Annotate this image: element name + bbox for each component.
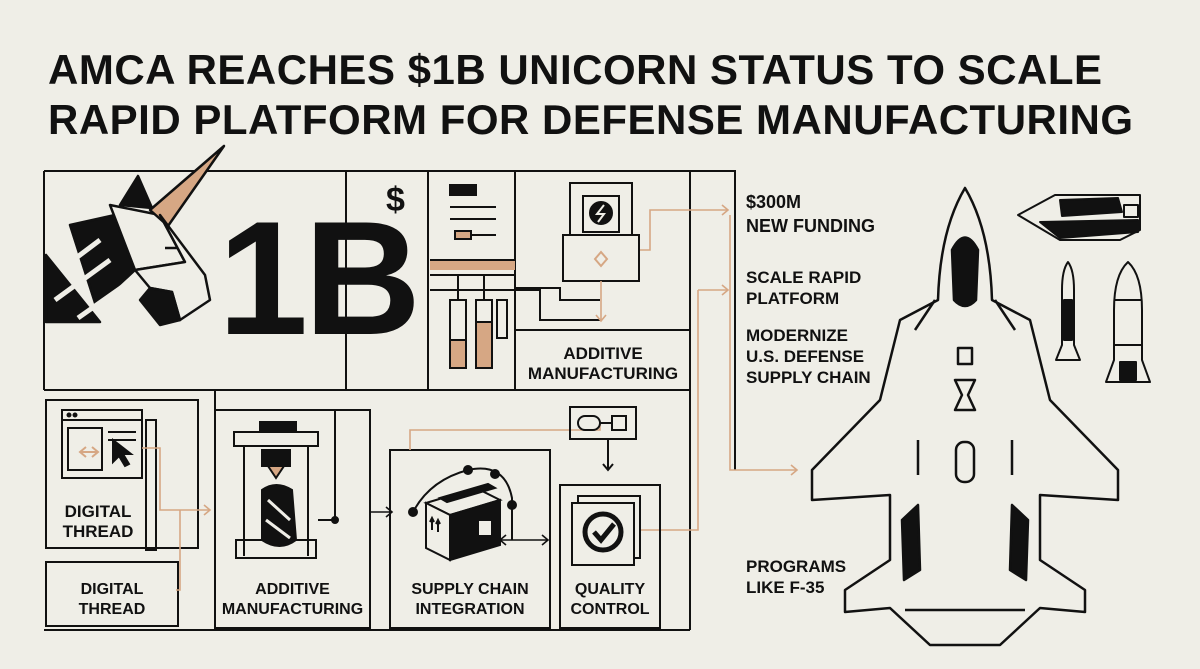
thread-connector-2 — [176, 510, 181, 591]
digital-thread-box-2 — [45, 561, 179, 627]
funding-highlight: $300M NEW FUNDING — [746, 192, 875, 236]
digital-thread-label: DIGITAL THREAD — [62, 502, 134, 541]
additive-bottom-label: ADDITIVE MANUFACTURING — [221, 581, 364, 618]
frame-lines — [43, 170, 691, 391]
double-arrow — [498, 534, 550, 546]
missile-icon — [1055, 261, 1081, 361]
down-arrow — [595, 281, 607, 323]
cylinder-gauges-icon — [430, 275, 600, 369]
additive-top-label: ADDITIVE MANUFACTURING — [527, 344, 679, 383]
3d-printer-icon — [233, 410, 339, 559]
programs-highlight: PROGRAMS LIKE F-35 — [746, 557, 847, 597]
power-printer-icon — [562, 182, 640, 282]
unicorn-icon — [44, 144, 226, 327]
additive-box — [214, 409, 371, 629]
digital-thread-label-2: DIGITAL THREAD — [78, 581, 146, 618]
thread-connector — [142, 447, 212, 516]
quality-box — [559, 484, 661, 629]
quality-top-connector — [409, 422, 601, 450]
funding-connector — [640, 204, 730, 251]
chart-panel-icon — [430, 184, 515, 276]
quality-label: QUALITY CONTROL — [570, 581, 650, 618]
scale-highlight: SCALE RAPID PLATFORM — [746, 268, 862, 308]
headline-line-2: RAPID PLATFORM FOR DEFENSE MANUFACTURING — [48, 96, 1134, 143]
aircraft-side-icon — [1017, 194, 1141, 241]
headline-line-1: AMCA REACHES $1B UNICORN STATUS TO SCALE — [48, 46, 1103, 93]
supply-chain-label: SUPPLY CHAIN INTEGRATION — [411, 581, 529, 618]
checkmark-icon — [571, 495, 641, 566]
node-path-icon — [408, 465, 517, 540]
shipping-box-icon — [423, 482, 503, 562]
modernize-highlight: MODERNIZE U.S. DEFENSE SUPPLY CHAIN — [746, 326, 871, 387]
headline: AMCA REACHES $1B UNICORN STATUS TO SCALE… — [48, 45, 1168, 145]
valuation-amount: 1B — [218, 188, 421, 369]
frame-lines-right — [690, 170, 736, 470]
supply-chain-box — [389, 449, 551, 629]
currency-symbol: $ — [386, 181, 405, 219]
arrow-to-supply — [370, 506, 394, 518]
flow-symbol-icon — [569, 406, 637, 472]
bomb-icon — [1105, 261, 1151, 383]
fighter-jet-icon — [810, 186, 1120, 647]
plane-connector — [729, 215, 799, 476]
digital-thread-box — [45, 399, 199, 549]
browser-window-icon — [61, 409, 157, 551]
scale-connector — [698, 284, 730, 296]
